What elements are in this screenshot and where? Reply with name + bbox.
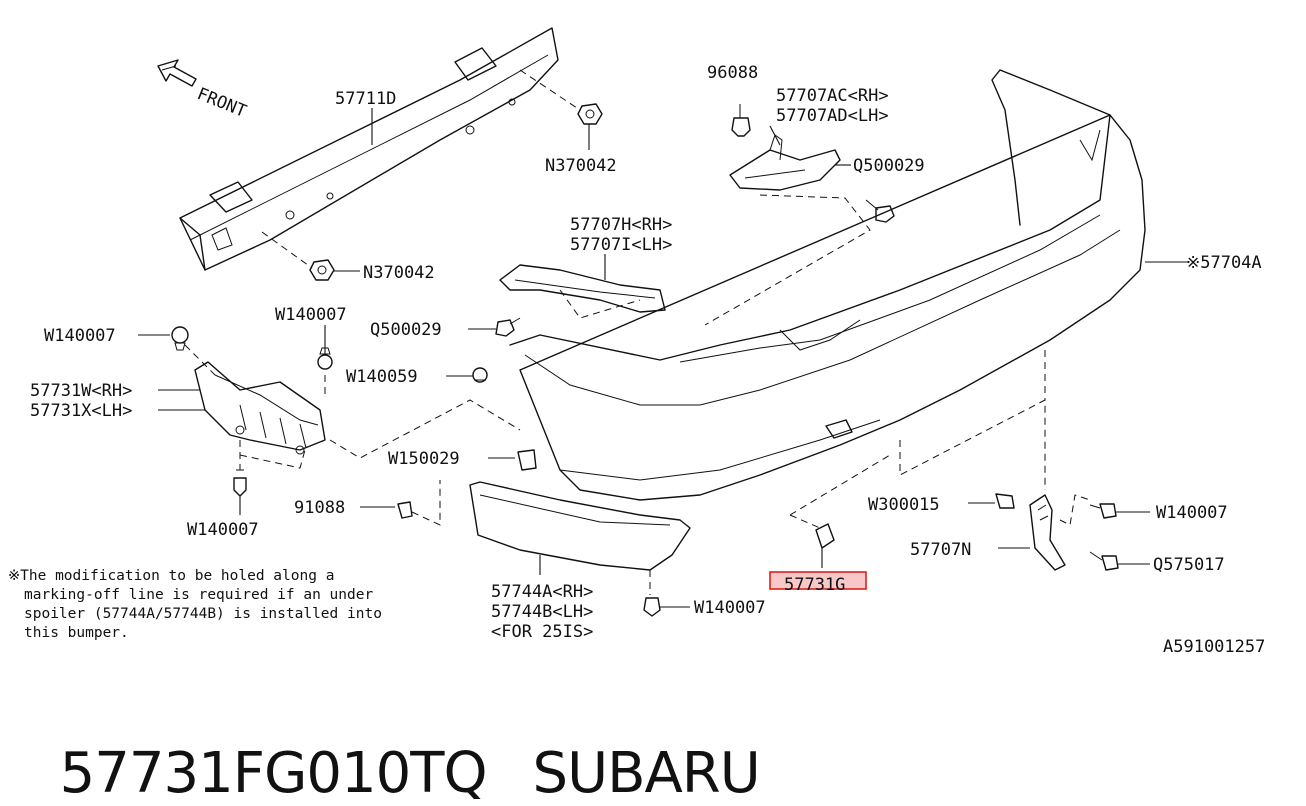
label-57704A: ※57704A — [1186, 253, 1262, 273]
label-57731G: 57731G — [784, 575, 845, 595]
bumper-beam-drawing — [179, 27, 559, 271]
nut-n370042-bottom-icon — [309, 259, 335, 281]
clip-w150029-icon — [517, 449, 537, 471]
right-bracket-drawing — [1029, 494, 1066, 571]
rear-bumper-cover-drawing — [509, 69, 1146, 501]
label-N370042-bottom: N370042 — [363, 263, 435, 283]
label-91088: 91088 — [294, 498, 345, 518]
label-W140007-bottom: W140007 — [694, 598, 766, 618]
label-W140007-top: W140007 — [275, 305, 347, 325]
screw-q575017-icon — [1089, 551, 1119, 571]
label-W140007-left: W140007 — [44, 326, 116, 346]
label-57711D: 57711D — [335, 89, 396, 109]
clip-w300015-icon — [995, 493, 1015, 509]
label-W140007-right: W140007 — [1156, 503, 1228, 523]
label-57707H: 57707H<RH> — [570, 215, 672, 235]
note-line-1: ※The modification to be holed along a — [8, 568, 334, 584]
label-Q500029-mid: Q500029 — [370, 320, 442, 340]
label-Q575017: Q575017 — [1153, 555, 1225, 575]
clip-w140007-bottom-icon — [643, 597, 661, 617]
label-W140059: W140059 — [346, 367, 418, 387]
note-line-2: marking-off line is required if an under — [24, 587, 373, 603]
nut-n370042-top-icon — [577, 103, 603, 125]
upper-bracket-drawing — [729, 134, 841, 191]
part-number: 57731FG010TQ — [59, 741, 488, 806]
label-57707AD: 57707AD<LH> — [776, 106, 889, 126]
side-bracket-h-drawing — [499, 264, 666, 313]
label-57744A: 57744A<RH> — [491, 582, 593, 602]
label-57707N: 57707N — [910, 540, 971, 560]
label-W140007-low: W140007 — [187, 520, 259, 540]
clip-w140007-left-icon — [171, 326, 189, 351]
left-side-bracket-drawing — [194, 361, 326, 455]
highlight-box-57731G — [769, 571, 867, 590]
front-arrow-icon — [157, 59, 197, 87]
brand-name: SUBARU — [532, 741, 761, 806]
part-footer: 57731FG010TQ SUBARU — [26, 676, 761, 806]
clip-w140007-low-icon — [233, 469, 247, 497]
screw-w140007-right-icon — [1089, 503, 1117, 519]
label-57707AC: 57707AC<RH> — [776, 86, 889, 106]
label-Q500029-top: Q500029 — [853, 156, 925, 176]
tow-hook-cover-icon — [815, 523, 835, 549]
label-57707I: 57707I<LH> — [570, 235, 672, 255]
figure-code: A591001257 — [1163, 637, 1265, 657]
clip-91088-icon — [397, 501, 413, 519]
parts-diagram: FRONT — [8, 27, 1265, 657]
label-for-25is: <FOR 25IS> — [491, 622, 593, 642]
note-line-4: this bumper. — [24, 625, 129, 641]
under-spoiler-drawing — [469, 481, 691, 571]
label-W300015: W300015 — [868, 495, 940, 515]
label-96088: 96088 — [707, 63, 758, 83]
label-57744B: 57744B<LH> — [491, 602, 593, 622]
front-label: FRONT — [194, 84, 249, 122]
clip-96088-icon — [731, 104, 751, 137]
screw-q500029-mid-icon — [495, 317, 521, 337]
note-line-3: spoiler (57744A/57744B) is installed int… — [24, 606, 382, 622]
label-57731W: 57731W<RH> — [30, 381, 132, 401]
label-N370042-top: N370042 — [545, 156, 617, 176]
screw-q500029-top-icon — [865, 199, 895, 223]
label-57731X: 57731X<LH> — [30, 401, 132, 421]
label-W150029: W150029 — [388, 449, 460, 469]
clip-w140059-icon — [472, 367, 488, 383]
